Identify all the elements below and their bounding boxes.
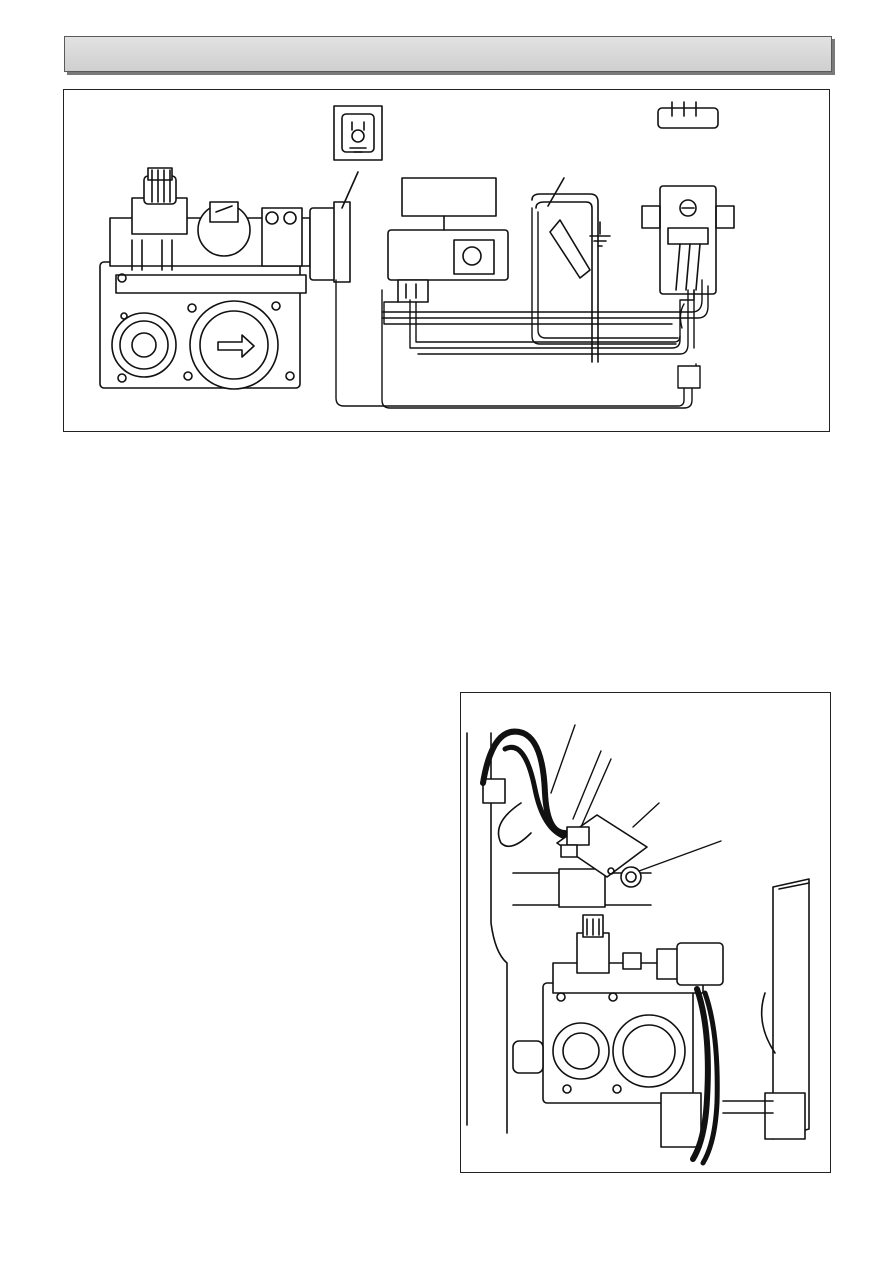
pointer-line <box>341 171 359 209</box>
callout-lines <box>550 724 722 872</box>
wiring-harness <box>335 207 709 409</box>
thermostat-drawing <box>387 177 509 303</box>
earth-terminal-drawing <box>531 177 611 363</box>
cable-bundle-drawing <box>480 728 568 848</box>
terminal-block-drawing <box>641 101 735 295</box>
section-header-bar <box>64 36 832 72</box>
gas-valve-drawing <box>512 914 724 1166</box>
valve-installation-figure <box>460 692 831 1173</box>
sensor-bracket-drawing <box>556 814 648 888</box>
socket-face-icon <box>333 105 383 161</box>
gas-valve-drawing <box>99 167 351 390</box>
appliance-casing-drawing <box>466 732 652 1134</box>
wiring-diagram-figure <box>63 89 830 432</box>
side-unit-drawing <box>722 878 810 1140</box>
